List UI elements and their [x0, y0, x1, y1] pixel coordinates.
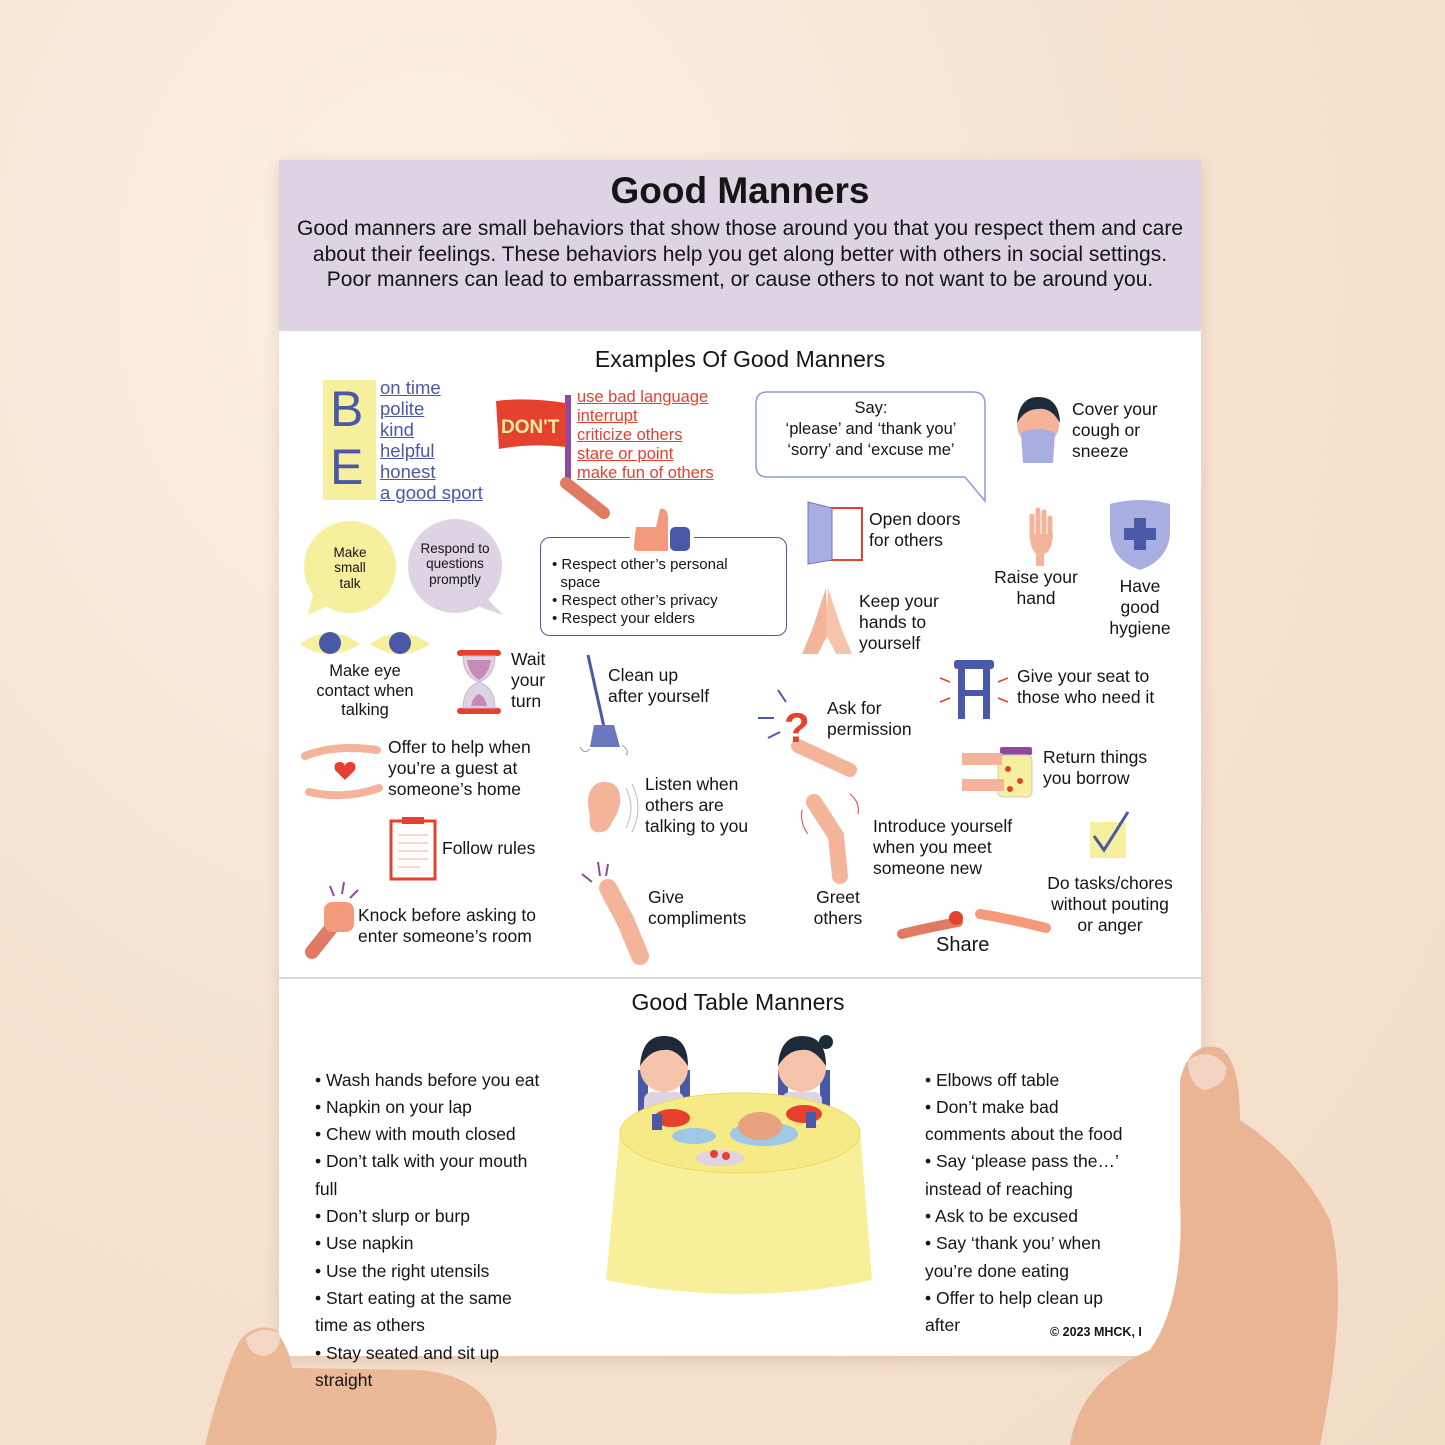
hourglass-icon	[457, 650, 501, 714]
be-block	[323, 380, 376, 500]
say-text: Say:‘please’ and ‘thank you’‘sorry’ and …	[785, 399, 957, 459]
jar-hand-icon	[962, 747, 1033, 798]
door-icon	[807, 501, 863, 565]
share-text: Share	[936, 934, 990, 956]
sharing-hands-icon	[897, 909, 1051, 939]
respect-list: • Respect other’s personal space• Respec…	[552, 556, 728, 627]
be-item[interactable]: helpful	[380, 440, 435, 461]
waving-hand-icon	[801, 793, 859, 884]
folded-hands-icon	[802, 588, 852, 654]
stool-icon	[939, 660, 1009, 719]
table-list-right: • Elbows off table• Don’t make bad comme…	[925, 1069, 1123, 1336]
dont-item[interactable]: interrupt	[577, 407, 638, 425]
speech-box-icon	[755, 391, 986, 504]
speech-bubble-icon	[304, 521, 396, 615]
be-list: on time polite kind helpful honest a goo…	[380, 377, 483, 503]
clipboard-icon	[389, 817, 437, 881]
dont-flag-icon	[496, 395, 610, 519]
svg-text:?: ?	[784, 704, 810, 751]
header-band	[279, 160, 1201, 331]
thumbs-up-icon	[630, 505, 694, 555]
question-hand-icon: ?	[758, 689, 857, 777]
be-item[interactable]: honest	[380, 461, 436, 482]
be-item[interactable]: on time	[380, 377, 441, 398]
raised-hand-icon	[1029, 507, 1053, 566]
dinner-table-illustration	[606, 1035, 872, 1294]
checkmark-icon	[1090, 811, 1130, 858]
table-heading: Good Table Manners	[631, 989, 845, 1015]
sneeze-face-icon	[1017, 397, 1060, 463]
copyright-text: © 2023 MHCK, I	[1050, 1325, 1142, 1339]
broom-icon	[579, 654, 628, 756]
heart-hands-icon	[301, 744, 383, 800]
page-title: Good Manners	[610, 170, 870, 211]
section-divider	[279, 977, 1201, 979]
eyes-icon	[300, 632, 430, 654]
shield-icon	[1110, 500, 1170, 570]
dont-item[interactable]: criticize others	[577, 426, 683, 444]
clapping-hand-icon	[581, 861, 649, 965]
be-item[interactable]: kind	[380, 419, 414, 440]
rules-text: Follow rules	[442, 838, 536, 858]
dont-item[interactable]: stare or point	[577, 445, 674, 463]
dont-item[interactable]: make fun of others	[577, 464, 714, 482]
dont-label: DON'T	[501, 417, 560, 438]
examples-heading: Examples Of Good Manners	[594, 346, 886, 372]
be-item[interactable]: a good sport	[380, 482, 483, 503]
dont-list: use bad language interrupt criticize oth…	[577, 388, 714, 483]
knocking-fist-icon	[305, 881, 359, 959]
speech-bubble-icon	[408, 519, 503, 615]
intro-text: Good manners are small behaviors that sh…	[297, 217, 1183, 291]
dont-item[interactable]: use bad language	[577, 388, 709, 406]
be-item[interactable]: polite	[380, 398, 425, 419]
table-list-left: • Wash hands before you eat• Napkin on y…	[315, 1069, 540, 1390]
ear-icon	[588, 782, 639, 833]
